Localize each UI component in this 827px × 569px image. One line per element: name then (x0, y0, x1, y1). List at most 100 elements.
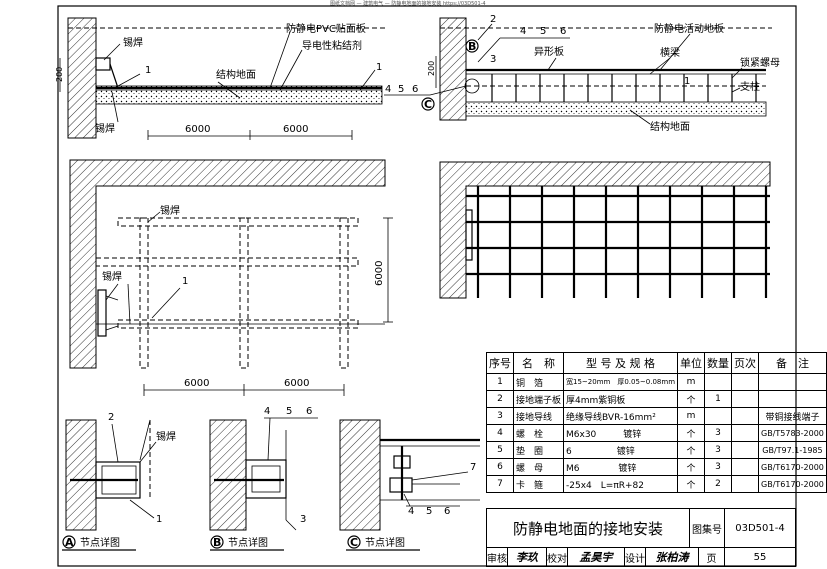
detail-b-n4: 4 (264, 406, 270, 417)
review-signature: 李玖 (507, 547, 547, 567)
cell: 1 (486, 373, 514, 391)
detail-c-letter: C (350, 536, 358, 549)
atlas-number: 03D501-4 (724, 508, 796, 548)
dim-200: 200 (55, 67, 64, 82)
cell: 3 (486, 407, 514, 425)
header-note: 图纸文档网 — 建筑电气 — 防静电地面的接地安装 https://03D501… (330, 1, 486, 7)
cell (731, 441, 760, 459)
label-n3: 3 (490, 54, 496, 65)
cell: 1 (704, 390, 733, 408)
label-plan-weld-top: 锡焊 (160, 204, 180, 217)
plan-right-wall (439, 161, 771, 299)
detail-b-callout (210, 535, 224, 549)
sheet-frame (57, 5, 797, 567)
floor-slab (95, 85, 383, 105)
cell: M6 镀锌 (563, 458, 679, 476)
callout-b-circle (465, 39, 479, 53)
table-row: 2 接地端子板 厚4mm紫铜板 个 1 (486, 390, 827, 408)
cell: 绝缘导线BVR-16mm² (563, 407, 679, 425)
cell: m (677, 407, 706, 425)
table-row: 1 铜 箔 宽15~20mm 厚0.05~0.08mm m (486, 373, 827, 391)
cell: 螺 母 (512, 458, 565, 476)
cell: 2 (486, 390, 514, 408)
wall-section-right (439, 17, 467, 121)
cell (704, 373, 733, 391)
cell: 卡 箍 (512, 475, 565, 493)
table-row: 3 接地导线 绝缘导线BVR-16mm² m 带铜接线端子 (486, 407, 827, 425)
label-n6b: 6 (412, 84, 418, 95)
detail-c-callout (347, 535, 361, 549)
table-row: 5 垫 圈 6 镀锌 个 3 GB/T97.1-1985 (486, 441, 827, 459)
label-n1b: 1 (376, 62, 382, 73)
cell: 6 镀锌 (563, 441, 679, 459)
col-header: 数量 (704, 352, 733, 374)
cell (731, 373, 760, 391)
cell: M6x30 镀锌 (563, 424, 679, 442)
cell: 宽15~20mm 厚0.05~0.08mm (563, 373, 679, 391)
page-number: 55 (724, 547, 796, 567)
plan-right-terminal (465, 209, 473, 261)
cell: 3 (704, 458, 733, 476)
grid-lines (466, 186, 770, 298)
dim-plan-b: 6000 (284, 378, 309, 389)
detail-b-n5: 5 (286, 406, 292, 417)
page-label: 页 (698, 547, 725, 567)
col-header: 序号 (486, 352, 514, 374)
detail-a-letter: A (65, 536, 74, 549)
label-plan-n1: 1 (182, 276, 188, 287)
review-label: 审核 (486, 547, 508, 567)
label-n5b: 5 (398, 84, 404, 95)
cell: 6 (486, 458, 514, 476)
label-n1a: 1 (145, 65, 151, 76)
cell: 个 (677, 441, 706, 459)
label-n1-right: 1 (684, 76, 690, 87)
cell: 接地端子板 (512, 390, 565, 408)
cell (758, 390, 827, 408)
label-lock: 锁紧螺母 (740, 56, 780, 69)
label-pvc: 防静电PVC贴面板 (286, 22, 366, 35)
label-pillar: 支柱 (740, 80, 760, 93)
strip-h1 (117, 217, 359, 227)
label-n4b: 4 (385, 84, 391, 95)
plan-left: 锡焊 锡焊 1 6000 6000 6000 (69, 159, 393, 396)
cell: 垫 圈 (512, 441, 565, 459)
cell: m (677, 373, 706, 391)
detail-c-n5: 5 (426, 506, 432, 517)
cell: 个 (677, 390, 706, 408)
col-header: 页次 (731, 352, 760, 374)
detail-b-title: 节点详图 (228, 536, 268, 549)
callout-c: C (424, 98, 432, 111)
cell: 4 (486, 424, 514, 442)
detail-c-n4: 4 (408, 506, 414, 517)
dim-200-right: 200 (427, 61, 436, 76)
label-weld-top: 锡焊 (123, 36, 143, 49)
detail-b-letter: B (213, 536, 221, 549)
label-plan-weld-left: 锡焊 (102, 270, 122, 283)
plan-terminal (97, 289, 107, 337)
section-top-left: 锡焊 锡焊 1 1 防静电PVC贴面板 导电性粘结剂 结构地面 200 6000… (55, 17, 385, 140)
cell (731, 390, 760, 408)
cell (731, 458, 760, 476)
table-row: 7 卡 箍 -25x4 L=πR+82 个 2 GB/T6170-2000 (486, 475, 827, 493)
detail-b-n6: 6 (306, 406, 312, 417)
label-weld-bottom: 锡焊 (95, 122, 115, 135)
terminal-plate (95, 57, 111, 71)
label-floor-title: 防静电活动地板 (654, 22, 724, 35)
detail-c-n7: 7 (470, 462, 476, 473)
cell (758, 373, 827, 391)
cell: 个 (677, 424, 706, 442)
label-floor: 结构地面 (216, 68, 256, 81)
detail-b: 4 5 6 3 B 节点详图 (209, 406, 318, 551)
cell: -25x4 L=πR+82 (563, 475, 679, 493)
label-n5: 5 (540, 26, 546, 37)
check-signature: 孟昊宇 (567, 547, 625, 567)
label-shaped: 异形板 (534, 45, 564, 58)
callout-b: B (468, 40, 476, 53)
dim-plan-vertical: 6000 (374, 261, 385, 286)
check-label: 校对 (546, 547, 568, 567)
dim-6000-b: 6000 (283, 124, 308, 135)
table-row: 6 螺 母 M6 镀锌 个 3 GB/T6170-2000 (486, 458, 827, 476)
detail-a-callout (62, 535, 76, 549)
cell: 7 (486, 475, 514, 493)
cell: 螺 栓 (512, 424, 565, 442)
